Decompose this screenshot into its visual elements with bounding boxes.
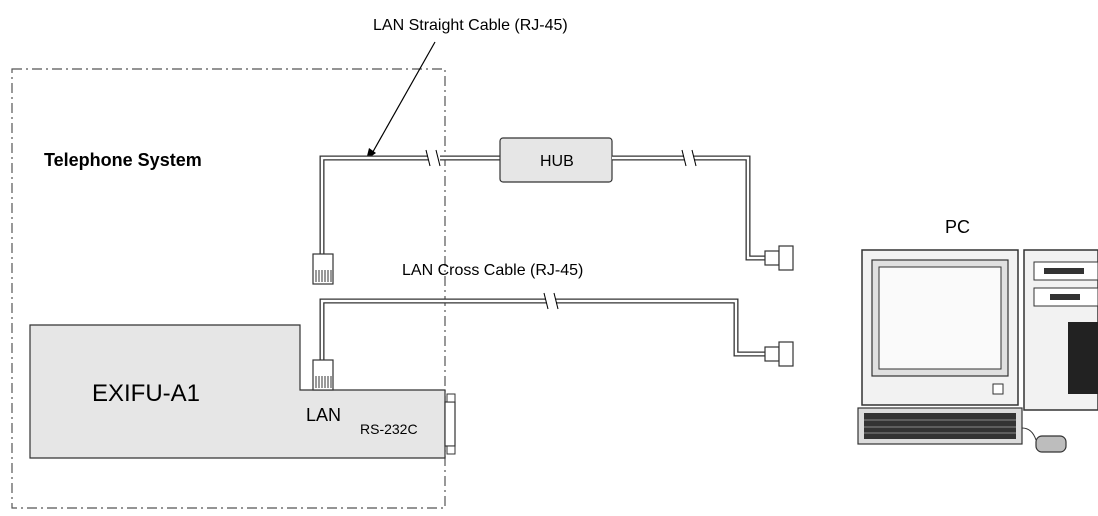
straight-cable-pointer <box>369 41 436 158</box>
rj45-connector-upper <box>312 253 334 285</box>
rs232c-connector <box>444 393 456 455</box>
rj45-connector-lan-port <box>312 359 334 391</box>
straight-cable-right-segment <box>694 155 772 261</box>
cross-cable-right-segment <box>556 298 772 357</box>
lan-port-label: LAN <box>306 405 341 425</box>
rs232c-port-label: RS-232C <box>360 421 418 437</box>
pc-tower-icon <box>1023 249 1098 411</box>
cable-break-symbol <box>425 149 441 167</box>
telephone-system-label: Telephone System <box>44 150 202 170</box>
hub-label: HUB <box>540 153 574 170</box>
pc-mouse-icon <box>1021 427 1067 453</box>
exifu-label: EXIFU-A1 <box>92 380 200 407</box>
pc-monitor-icon <box>861 249 1019 406</box>
exifu-unit-body <box>29 324 446 459</box>
straight-cable-left-segment <box>319 155 428 254</box>
straight-cable-pc-plug <box>764 245 794 271</box>
straight-cable-label: LAN Straight Cable (RJ-45) <box>373 17 568 34</box>
cable-break-symbol <box>681 149 697 167</box>
cable-break-symbol <box>543 292 559 310</box>
cross-cable-left-segment <box>319 298 546 360</box>
pc-keyboard-icon <box>857 407 1023 445</box>
cross-cable-label: LAN Cross Cable (RJ-45) <box>402 262 583 279</box>
cross-cable-pc-plug <box>764 341 794 367</box>
pc-label: PC <box>945 217 970 237</box>
telephone-system-boundary <box>11 68 446 509</box>
